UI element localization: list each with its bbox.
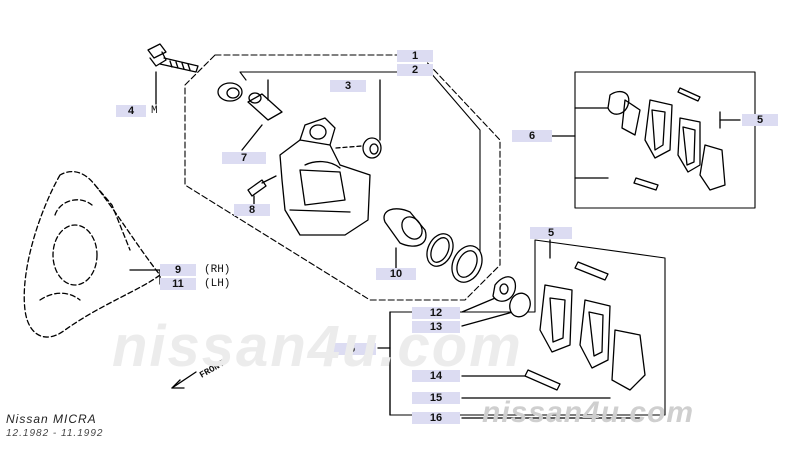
watermark-small: nissan4u.com: [482, 396, 695, 429]
callout-16[interactable]: 16: [412, 412, 460, 424]
model-name: Nissan MICRA: [6, 412, 97, 426]
caliper-assembly-outline: [184, 54, 501, 301]
qualifier-4: M: [151, 105, 158, 117]
leader-12: [461, 295, 501, 313]
callout-14[interactable]: 14: [412, 370, 460, 382]
callout-2[interactable]: 2: [397, 64, 433, 76]
callout-6-top[interactable]: 6: [512, 130, 552, 142]
callout-6-bottom[interactable]: 6: [328, 343, 376, 355]
boot-seal-part: [217, 82, 243, 102]
watermark-large: nissan4u.com: [112, 314, 523, 379]
production-dates: 12.1982 - 11.1992: [6, 428, 104, 439]
bolt-part-4: [147, 43, 199, 73]
pad-spring-bottom: [524, 369, 561, 391]
pad-spring-top: [633, 177, 659, 191]
bleeder-screw-part-8: [247, 175, 277, 197]
callout-12[interactable]: 12: [412, 307, 460, 319]
callout-8[interactable]: 8: [234, 204, 270, 216]
dust-boot-ring: [451, 245, 483, 283]
leader-7: [241, 124, 263, 151]
qualifier-11: (LH): [204, 278, 231, 290]
anti-squeal-shim: [611, 329, 646, 391]
seal-kit-outline: [239, 71, 481, 256]
piston-seal-ring: [426, 233, 454, 267]
guide-pin-part: [247, 92, 283, 121]
dust-shield-part-9-11: [23, 171, 161, 338]
callout-1[interactable]: 1: [397, 50, 433, 62]
callout-5-bottom[interactable]: 5: [530, 227, 572, 239]
callout-4[interactable]: 4: [116, 105, 146, 117]
caliper-dash: [335, 145, 363, 149]
callout-5-top[interactable]: 5: [742, 114, 778, 126]
callout-10[interactable]: 10: [376, 268, 416, 280]
front-arrow-icon: [171, 371, 197, 389]
shim-part-12-13: [492, 276, 531, 318]
pad-kit-outline-top: [574, 71, 756, 209]
brake-pads-bottom: [539, 284, 611, 369]
callout-15[interactable]: 15: [412, 392, 460, 404]
callout-9[interactable]: 9: [160, 264, 196, 276]
callout-11[interactable]: 11: [160, 278, 196, 290]
piston-seal-small-part: [362, 137, 382, 159]
brake-pads-top: [644, 99, 701, 173]
callout-13[interactable]: 13: [412, 321, 460, 333]
piston-part-10: [383, 208, 427, 247]
shim-top: [607, 91, 726, 191]
pad-pin-top: [677, 87, 701, 102]
callout-7[interactable]: 7: [222, 152, 266, 164]
qualifier-9: (RH): [204, 264, 231, 276]
callout-3[interactable]: 3: [330, 80, 366, 92]
leader-13: [461, 309, 521, 327]
pad-pin-bottom: [574, 261, 609, 281]
caliper-body-part: [279, 117, 371, 236]
